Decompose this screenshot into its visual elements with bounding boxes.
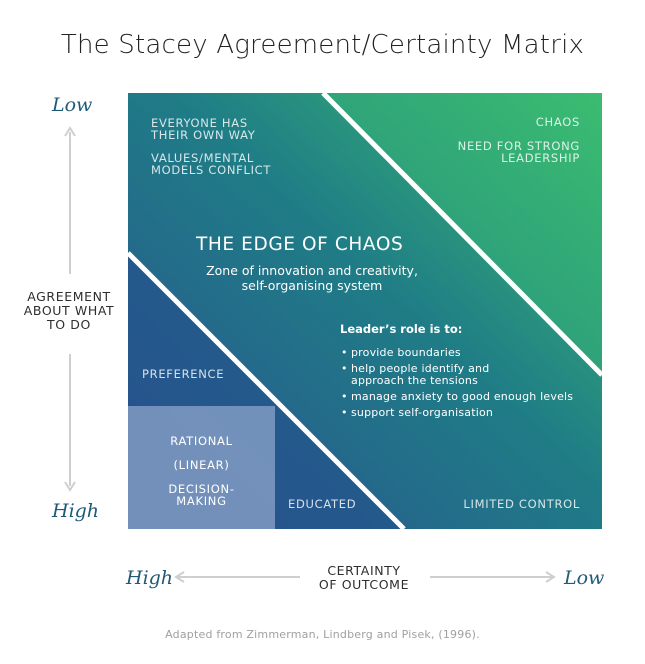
strong-leadership-label: NEED FOR STRONG LEADERSHIP — [420, 140, 580, 164]
stacey-matrix — [128, 93, 602, 529]
anarchy-label: EVERYONE HAS THEIR OWN WAY — [151, 117, 256, 141]
lower-boundary-line — [128, 251, 406, 529]
page-title: The Stacey Agreement/Certainty Matrix — [60, 30, 585, 60]
linear-label: (LINEAR) — [173, 458, 230, 472]
y-axis-arrow — [64, 126, 76, 492]
values-label: VALUES/MENTAL MODELS CONFLICT — [151, 152, 271, 176]
x-axis-label: CERTAINTY OF OUTCOME — [296, 564, 432, 592]
anarchy-line: THEIR OWN WAY — [151, 128, 256, 142]
decision-line: DECISION- — [168, 482, 235, 496]
strong-leadership-line: LEADERSHIP — [501, 151, 580, 165]
edge-of-chaos-subtitle: Zone of innovation and creativity, self-… — [188, 263, 436, 293]
upper-boundary-line — [321, 93, 602, 377]
y-axis-label-line: AGREEMENT — [27, 289, 111, 304]
x-axis-label-line: OF OUTCOME — [318, 577, 410, 592]
chaos-label: CHAOS — [535, 115, 580, 129]
x-axis-left-word: High — [126, 567, 174, 589]
leader-role-list: provide boundaries help people identify … — [341, 347, 581, 423]
source-caption: Adapted from Zimmerman, Lindberg and Pis… — [165, 628, 480, 641]
y-axis-bottom-word: High — [52, 500, 100, 522]
values-line: VALUES/MENTAL — [151, 151, 254, 165]
y-axis-label-line: TO DO — [47, 317, 91, 332]
y-axis-label: AGREEMENT ABOUT WHAT TO DO — [14, 290, 124, 332]
anarchy-line: EVERYONE HAS — [151, 116, 248, 130]
educated-label: EDUCATED — [288, 497, 357, 511]
leader-role-heading: Leader’s role is to: — [340, 322, 463, 336]
rational-box — [128, 406, 275, 529]
values-line: MODELS CONFLICT — [151, 163, 272, 177]
strong-leadership-line: NEED FOR STRONG — [457, 139, 580, 153]
edge-sub-line: self-organising system — [241, 278, 383, 293]
decision-line: MAKING — [176, 494, 227, 508]
edge-sub-line: Zone of innovation and creativity, — [206, 263, 418, 278]
x-axis-label-line: CERTAINTY — [327, 563, 401, 578]
leader-role-item: support self-organisation — [341, 407, 581, 420]
leader-role-item: manage anxiety to good enough levels — [341, 391, 581, 404]
y-axis-label-line: ABOUT WHAT — [23, 303, 115, 318]
preference-label: PREFERENCE — [142, 367, 225, 381]
edge-of-chaos-title: THE EDGE OF CHAOS — [196, 234, 404, 255]
leader-role-item: provide boundaries — [341, 347, 581, 360]
x-axis-right-word: Low — [564, 567, 605, 589]
y-axis-top-word: Low — [52, 94, 93, 116]
x-axis-arrow — [174, 571, 556, 583]
limited-control-label: LIMITED CONTROL — [463, 497, 580, 511]
leader-role-item: help people identify and approach the te… — [341, 363, 501, 387]
rational-label: RATIONAL — [170, 434, 233, 448]
decision-making-label: DECISION- MAKING — [128, 483, 275, 507]
